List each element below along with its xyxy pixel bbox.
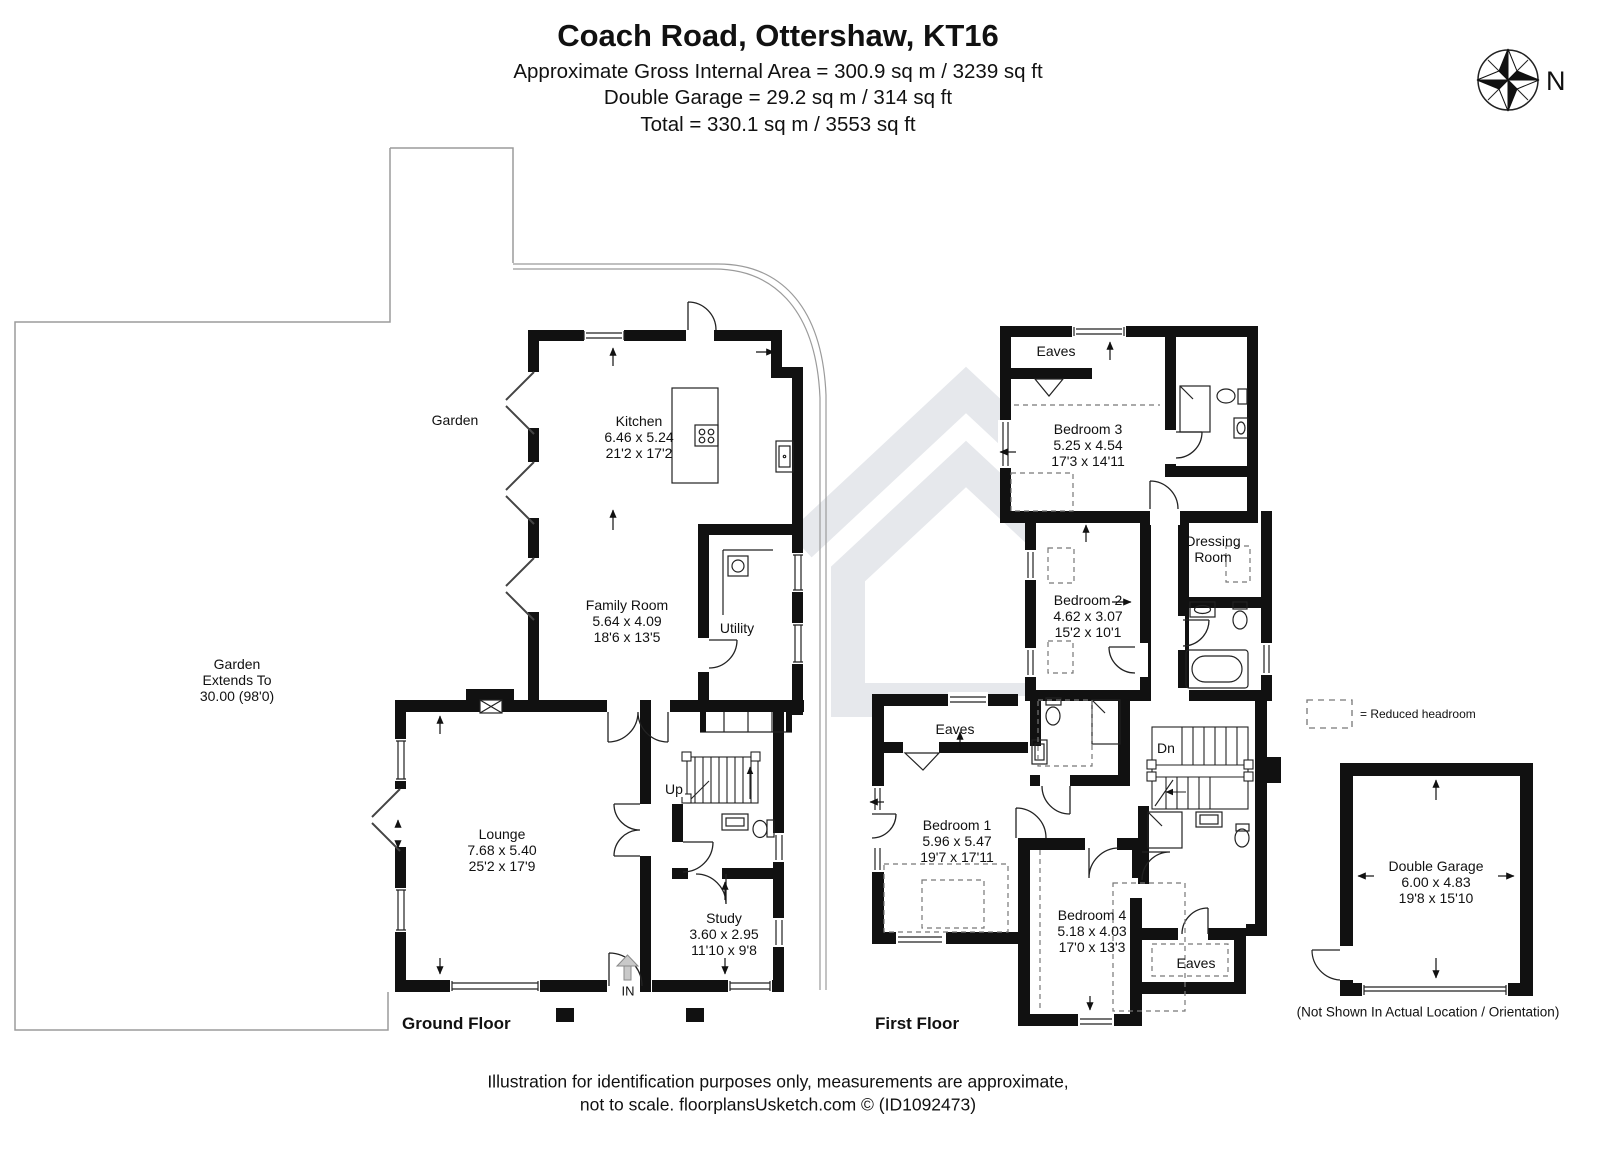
stairs-up-graphic (681, 751, 761, 804)
first-floor-title: First Floor (875, 1014, 960, 1033)
garden-extends-label: Garden Extends To 30.00 (98'0) (199, 656, 275, 704)
footer-disclaimer-line1: Illustration for identification purposes… (487, 1071, 1069, 1092)
bedroom2-label: Bedroom 2 4.62 x 3.07 15'2 x 10'1 (1053, 592, 1123, 640)
dressing-room-label: Dressing Room (1185, 533, 1241, 565)
footer-disclaimer-line2: not to scale. floorplansUsketch.com © (I… (579, 1094, 977, 1115)
legend-reduced-headroom-box (1306, 699, 1353, 729)
legend-reduced-headroom-label: = Reduced headroom (1360, 707, 1476, 721)
family-room-label: Family Room 5.64 x 4.09 18'6 x 13'5 (585, 597, 669, 645)
total-area: Total = 330.1 sq m / 3553 sq ft (640, 113, 916, 136)
bedroom3-label: Bedroom 3 5.25 x 4.54 17'3 x 14'11 (1051, 421, 1125, 469)
bedroom4-label: Bedroom 4 5.18 x 4.03 17'0 x 13'3 (1057, 907, 1127, 955)
entrance-in-label: IN (621, 983, 635, 999)
page-title: Coach Road, Ottershaw, KT16 (557, 18, 999, 53)
garden-label: Garden (431, 412, 479, 428)
utility-label: Utility (719, 620, 755, 636)
stairs-up-label: Up (663, 781, 685, 797)
garden-boundary (14, 147, 514, 1031)
gross-internal-area: Approximate Gross Internal Area = 300.9 … (513, 60, 1043, 83)
bedroom1-label: Bedroom 1 5.96 x 5.47 19'7 x 17'11 (920, 817, 994, 865)
garage-plan (1311, 763, 1533, 998)
reduced-headroom-dashes (883, 404, 1251, 1012)
first-floor-plan (869, 324, 1281, 1028)
entrance-arrow-icon (615, 954, 640, 981)
study-label: Study 3.60 x 2.95 11'10 x 9'8 (689, 910, 759, 958)
driveway-path (513, 263, 827, 990)
ground-floor-title: Ground Floor (402, 1014, 511, 1033)
eaves-top-label: Eaves (1036, 343, 1076, 359)
compass-north-label: N (1546, 66, 1566, 96)
garage-caption: (Not Shown In Actual Location / Orientat… (1296, 1004, 1560, 1020)
lounge-label: Lounge 7.68 x 5.40 25'2 x 17'9 (467, 826, 537, 874)
garage-area: Double Garage = 29.2 sq m / 314 sq ft (603, 86, 953, 109)
compass-icon: N (1476, 48, 1566, 112)
ground-floor-plan (371, 301, 805, 1022)
stairs-down-graphic (1146, 726, 1254, 810)
stairs-dn-label: Dn (1155, 740, 1177, 756)
kitchen-label: Kitchen 6.46 x 5.24 21'2 x 17'2 (604, 413, 674, 461)
garage-label: Double Garage 6.00 x 4.83 19'8 x 15'10 (1388, 858, 1484, 906)
eaves-mid-label: Eaves (935, 721, 975, 737)
eaves-br-label: Eaves (1176, 955, 1216, 971)
